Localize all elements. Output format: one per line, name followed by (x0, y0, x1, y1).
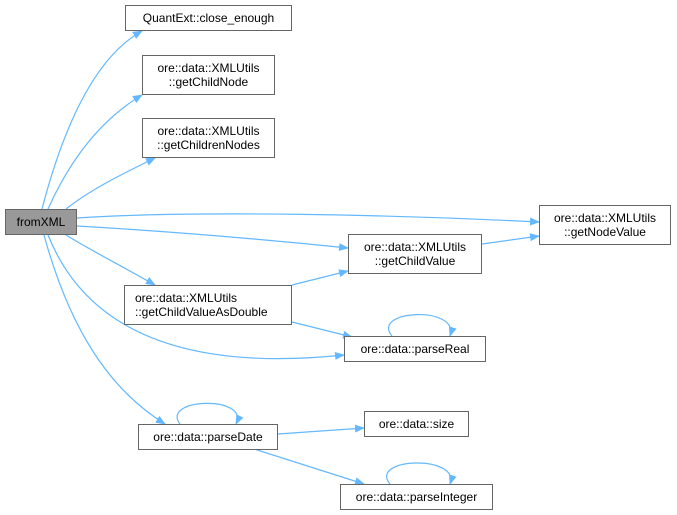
edge-fromxml-getchildnode (47, 94, 143, 210)
edge-fromxml-close-enough (41, 30, 143, 210)
node-getchildrennodes[interactable]: ore::data::XMLUtils ::getChildrenNodes (142, 118, 275, 158)
node-label: ore::data::XMLUtils (363, 240, 467, 254)
node-label: ore::data::parseInteger (355, 490, 478, 504)
node-label: ore::data::XMLUtils (157, 124, 260, 138)
node-getchildnode[interactable]: ore::data::XMLUtils ::getChildNode (142, 55, 275, 95)
edge-parsereal-self (388, 314, 457, 337)
node-label: ore::data::parseDate (153, 430, 263, 444)
node-close-enough[interactable]: QuantExt::close_enough (125, 5, 292, 31)
node-parsereal[interactable]: ore::data::parseReal (344, 336, 486, 362)
node-getchildvalueasdouble[interactable]: ore::data::XMLUtils ::getChildValueAsDou… (124, 285, 292, 325)
node-label: ::getChildrenNodes (157, 138, 260, 152)
node-parsedate[interactable]: ore::data::parseDate (138, 424, 278, 450)
edge-fromxml-getchildvalue (76, 225, 349, 252)
edge-getchildvalueasdouble-parsereal (291, 321, 353, 339)
node-label: ore::data::XMLUtils (553, 211, 657, 225)
node-label: ::getChildValue (374, 254, 456, 268)
node-parseinteger[interactable]: ore::data::parseInteger (340, 484, 493, 510)
node-getnodevalue[interactable]: ore::data::XMLUtils ::getNodeValue (539, 205, 671, 245)
edge-fromxml-getchildvalueasdouble (65, 234, 156, 286)
edge-getchildvalueasdouble-getchildvalue (291, 269, 349, 286)
edge-parseinteger-self (386, 462, 457, 485)
node-label: ore::data::XMLUtils (157, 61, 260, 75)
node-label: ore::data::size (378, 417, 455, 431)
node-label: ::getNodeValue (564, 225, 646, 239)
edge-getchildvalue-getnodevalue (481, 233, 540, 245)
edge-fromxml-getnodevalue (76, 213, 540, 226)
node-fromxml[interactable]: fromXML (5, 209, 77, 235)
node-label: ::getChildValueAsDouble (135, 305, 268, 319)
node-size[interactable]: ore::data::size (364, 411, 469, 437)
edge-fromxml-getchildrennodes (65, 157, 156, 210)
node-label: QuantExt::close_enough (142, 11, 275, 25)
node-getchildvalue[interactable]: ore::data::XMLUtils ::getChildValue (348, 234, 482, 274)
node-label: ore::data::XMLUtils (135, 291, 238, 305)
edge-parsedate-size (277, 424, 365, 435)
node-label: ::getChildNode (168, 75, 249, 89)
edge-parsedate-parseinteger (253, 448, 365, 486)
edge-fromxml-parsereal (47, 234, 345, 360)
node-label: fromXML (16, 215, 66, 229)
edge-parsedate-self (176, 402, 244, 425)
edge-fromxml-parsedate (43, 234, 166, 425)
node-label: ore::data::parseReal (360, 342, 470, 356)
